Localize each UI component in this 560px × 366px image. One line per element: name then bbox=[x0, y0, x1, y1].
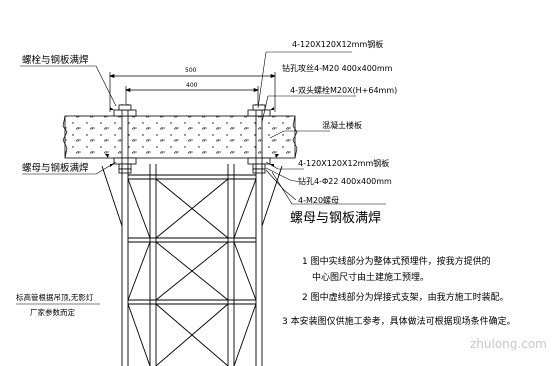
leader-lines bbox=[16, 51, 386, 305]
note-2: 2 图中虚线部分为焊接式支架，由我方施工时装配。 bbox=[302, 291, 509, 303]
label-nut-weld-big: 螺母与钢板满焊 bbox=[290, 210, 381, 226]
bottom-plates bbox=[113, 157, 271, 165]
slab-break-lines bbox=[62, 115, 298, 159]
label-concrete-slab: 混凝土楼板 bbox=[322, 120, 362, 130]
label-stud-bolt: 4-双头螺栓M20X(H+64mm) bbox=[290, 85, 397, 95]
top-plates bbox=[113, 109, 271, 117]
bottom-note-2: 厂家参数而定 bbox=[30, 307, 75, 317]
watermark: zhulong.com bbox=[470, 337, 547, 351]
bottom-note-1: 标高管根据吊顶,无影灯 bbox=[16, 292, 94, 302]
label-nut: 4-M20螺母 bbox=[298, 195, 339, 205]
label-nut-weld-left: 螺母与钢板满焊 bbox=[22, 162, 89, 174]
label-drill-top: 钻孔攻丝4-M20 400x400mm bbox=[282, 63, 393, 73]
note-3: 3 本安装图仅供施工参考，具体做法可根据现场条件确定。 bbox=[282, 315, 516, 327]
note-1: 1 图中实线部分为整体式预埋件，按我方提供的 bbox=[302, 255, 491, 267]
dimension-500 bbox=[109, 72, 276, 112]
label-plate-bottom: 4-120X120X12mm钢板 bbox=[298, 158, 389, 168]
dimension-400 bbox=[125, 86, 259, 112]
note-1-continued: 中心图尺寸由土建施工预埋。 bbox=[312, 271, 429, 283]
dimension-400-label: 400 bbox=[186, 82, 198, 89]
nuts bbox=[118, 104, 266, 174]
label-drill-bottom: 钻孔4-Φ22 400x400mm bbox=[298, 176, 392, 186]
label-plate-top: 4-120X120X12mm钢板 bbox=[292, 39, 383, 49]
stud-bolts bbox=[121, 104, 263, 172]
dimension-500-label: 500 bbox=[185, 67, 197, 74]
concrete-slab bbox=[64, 115, 296, 159]
label-bolt-weld-top: 螺栓与钢板满焊 bbox=[22, 54, 89, 66]
support-frame bbox=[101, 164, 283, 366]
